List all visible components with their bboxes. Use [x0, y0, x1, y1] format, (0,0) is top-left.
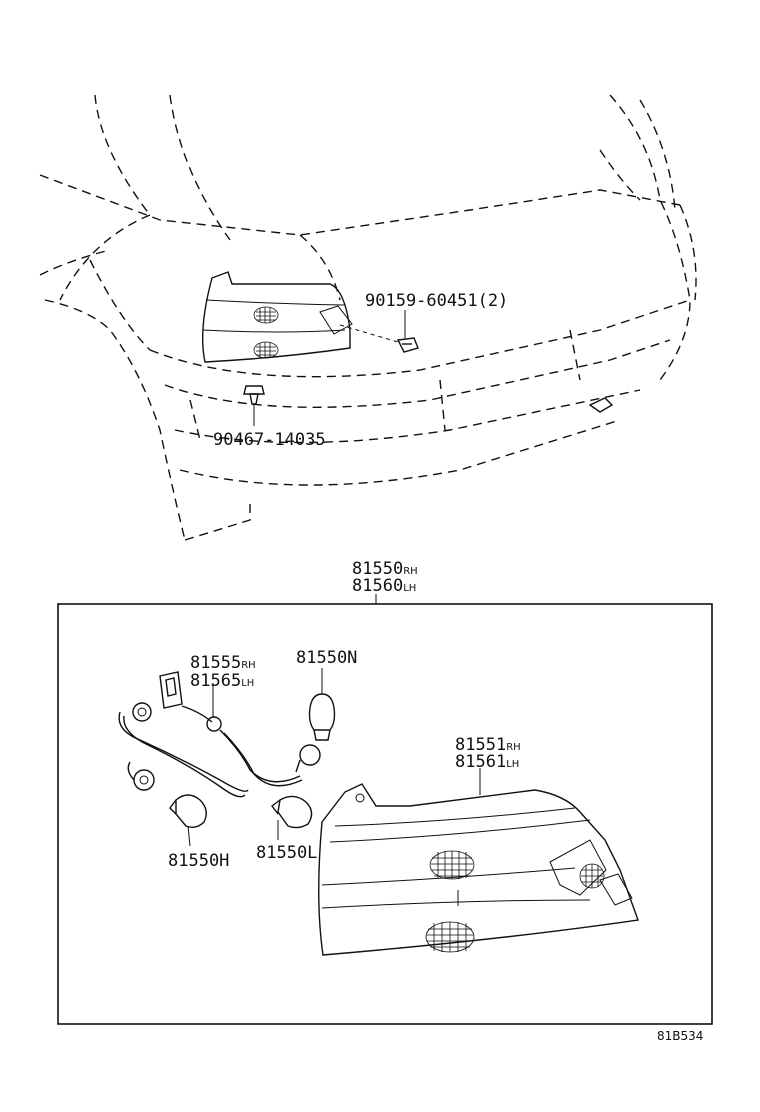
lamp-assy-lh-suffix: LH [403, 583, 416, 594]
lamp-assy-lh-number: 81560 [352, 576, 403, 596]
socket-lh-label: 81565LH [190, 671, 254, 691]
lens-rh-label: 81551RH [455, 735, 521, 755]
svg-text:81560LH: 81560LH [352, 576, 416, 596]
bulb-n-part-number: 81550N [296, 648, 357, 668]
bulb-h-icon [169, 794, 207, 847]
svg-text:81550RH: 81550RH [352, 559, 418, 579]
mounted-tail-lamp [201, 271, 353, 363]
clip-part-number: 90467-14035 [213, 430, 326, 450]
tail-lamp-lens [318, 768, 639, 956]
bulb-h-part-number: 81550H [168, 851, 229, 871]
socket-wire-harness [118, 671, 321, 798]
bulb-l-icon [271, 795, 313, 840]
screw-icon [339, 310, 419, 353]
lens-grille-lower [425, 921, 475, 953]
mounted-lamp-grille-upper [253, 306, 279, 324]
socket-rh-label: 81555RH [190, 653, 256, 673]
mounted-lamp-grille-lower [253, 341, 279, 359]
lens-grille-side [579, 863, 605, 889]
figure-code: 81B534 [657, 1029, 703, 1043]
lamp-assy-rh-number: 81550 [352, 559, 403, 579]
clip-icon [243, 385, 265, 426]
vehicle-rear-body-outline [39, 94, 697, 541]
lens-lh-label: 81561LH [455, 752, 519, 772]
lens-grille-upper [429, 850, 475, 880]
bulb-l-part-number: 81550L [256, 843, 317, 863]
detail-box [57, 603, 713, 1025]
bulb-n-icon [308, 668, 336, 741]
lamp-assy-rh-suffix: RH [403, 566, 417, 577]
screw-part-number: 90159-60451(2) [365, 291, 508, 311]
lamp-assembly-label: 81550RH 81560LH [352, 559, 418, 604]
